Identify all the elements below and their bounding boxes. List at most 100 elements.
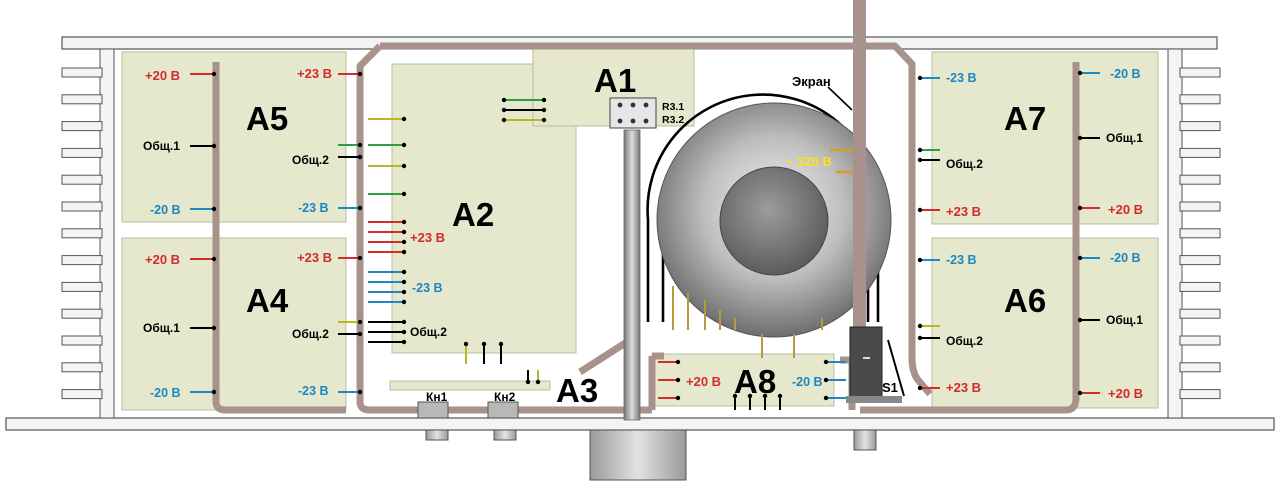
pin-dot <box>211 206 217 212</box>
pin-dot <box>357 255 363 261</box>
rail-a3-diagonal <box>578 336 634 375</box>
button-kn2 <box>493 429 517 441</box>
label-a7: A7 <box>1004 100 1046 137</box>
pin-dot <box>401 269 407 275</box>
heatsink-fin <box>61 174 103 185</box>
a4-common1: Общ.1 <box>143 321 180 335</box>
pin-dot <box>501 117 507 123</box>
pin-dot <box>357 205 363 211</box>
pin-dot <box>1077 135 1083 141</box>
heatsink-fin <box>1179 174 1221 185</box>
button-kn2-body <box>487 401 519 419</box>
pin-dot <box>401 329 407 335</box>
heatsink-fin <box>1179 67 1221 78</box>
a6-minus20: -20 В <box>1110 251 1141 265</box>
r31-label: R3.1 <box>662 101 684 113</box>
a5-common1: Общ.1 <box>143 139 180 153</box>
pin-dot <box>211 256 217 262</box>
a6-minus23: -23 В <box>946 253 977 267</box>
right-heatsink <box>1167 48 1221 419</box>
volume-shaft <box>623 129 641 421</box>
pin-dot <box>401 142 407 148</box>
pin-dot <box>823 359 829 365</box>
a7-plus23: +23 В <box>946 204 981 219</box>
pin-dot <box>917 323 923 329</box>
a5-plus23: +23 В <box>297 66 332 81</box>
heatsink-fin <box>1179 281 1221 292</box>
heatsink-fin <box>61 255 103 266</box>
pin-dot <box>481 341 487 347</box>
a5-minus20: -20 В <box>150 203 181 217</box>
pot-r3 <box>609 97 657 129</box>
pin-dot <box>401 191 407 197</box>
pin-dot <box>401 289 407 295</box>
pin-dot <box>211 143 217 149</box>
a8-plus20: +20 В <box>686 374 721 389</box>
label-a3: A3 <box>556 372 598 409</box>
a2-common2: Общ.2 <box>410 325 447 339</box>
pin-dot <box>211 325 217 331</box>
pin-dot <box>401 249 407 255</box>
pin-dot <box>747 393 753 399</box>
a4-common2: Общ.2 <box>292 327 329 341</box>
kn2-label: Кн2 <box>494 390 516 404</box>
pin-dot <box>917 385 923 391</box>
heatsink-fin <box>1179 335 1221 346</box>
pin-dot <box>917 147 923 153</box>
pin-dot <box>525 379 531 385</box>
pin-dot <box>917 75 923 81</box>
rail-a2-loop <box>356 43 652 414</box>
a4-minus23: -23 В <box>298 384 329 398</box>
screen-leader <box>827 86 853 111</box>
heatsink-fin <box>1179 308 1221 319</box>
a7-minus23: -23 В <box>946 71 977 85</box>
heatsink-fin <box>61 228 103 239</box>
pin-dot <box>211 71 217 77</box>
a6-plus23: +23 В <box>946 380 981 395</box>
a4-plus23: +23 В <box>297 250 332 265</box>
pin-dot <box>777 393 783 399</box>
heatsink-fin <box>1179 147 1221 158</box>
pin-dot <box>357 319 363 325</box>
transformer-core <box>719 166 829 276</box>
board-a5 <box>121 51 347 223</box>
pin-dot <box>357 154 363 160</box>
pin-dot <box>501 97 507 103</box>
heatsink-fin <box>1179 389 1221 400</box>
pin-dot <box>357 142 363 148</box>
pin-dot <box>823 377 829 383</box>
a7-common2: Общ.2 <box>946 157 983 171</box>
chassis <box>5 36 1275 431</box>
label-a6: A6 <box>1004 282 1046 319</box>
heatsink-fin <box>61 389 103 400</box>
s1-label: S1 <box>882 380 898 395</box>
button-kn1-body <box>417 401 449 419</box>
pin-dot <box>211 389 217 395</box>
rail-left-ground <box>212 62 346 414</box>
heatsink-fin <box>1179 201 1221 212</box>
pin-dot <box>357 389 363 395</box>
label-a4: A4 <box>246 282 289 319</box>
kn1-label: Кн1 <box>426 390 448 404</box>
pin-dot <box>1077 317 1083 323</box>
heatsink-fin <box>61 121 103 132</box>
board-a7 <box>931 51 1159 225</box>
pin-dot <box>401 339 407 345</box>
board-a6 <box>931 237 1159 409</box>
heatsink-fin <box>61 335 103 346</box>
a7-plus20: +20 В <box>1108 202 1143 217</box>
r32-label: R3.2 <box>662 114 684 126</box>
mains-label: ~ 220 В <box>786 154 832 169</box>
heatsink-fin <box>1179 94 1221 105</box>
pin-dot <box>675 395 681 401</box>
a8-minus20: -20 В <box>792 375 823 389</box>
a6-plus20: +20 В <box>1108 386 1143 401</box>
rail-top <box>380 42 933 397</box>
pin-dot <box>675 377 681 383</box>
a5-common2: Общ.2 <box>292 153 329 167</box>
label-a1: A1 <box>594 62 636 99</box>
a7-minus20: -20 В <box>1110 67 1141 81</box>
switch-actuator <box>853 429 877 451</box>
heatsink-fin <box>61 362 103 373</box>
a5-minus23: -23 В <box>298 201 329 215</box>
